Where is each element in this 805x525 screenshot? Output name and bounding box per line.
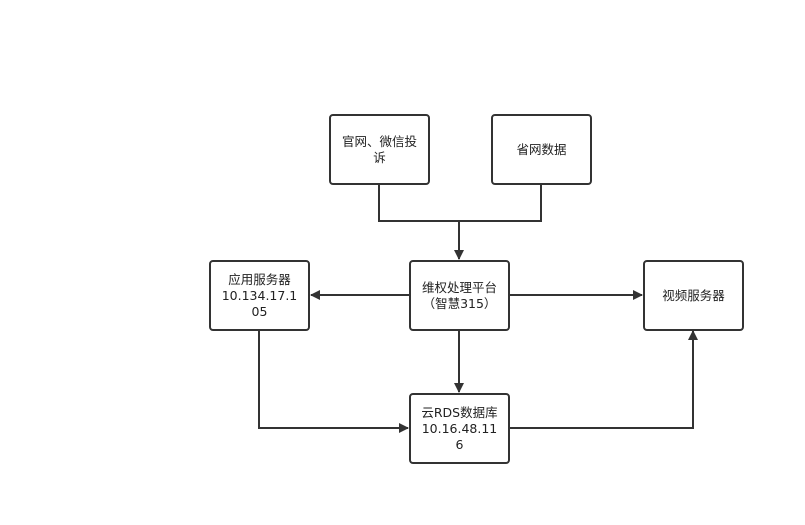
node-label: 省网数据: [516, 141, 567, 157]
node-label: 应用服务器: [228, 271, 291, 287]
edge-provincial-to-merge: [459, 184, 542, 222]
node-rds-database[interactable]: 云RDS数据库 10.16.48.11 6: [409, 393, 510, 464]
node-label: 云RDS数据库: [421, 404, 498, 420]
node-label: 维权处理平台: [421, 279, 497, 295]
node-label: 诉: [373, 149, 386, 165]
node-rights-platform[interactable]: 维权处理平台 （智慧315）: [409, 260, 510, 331]
node-label: 10.134.17.1: [221, 287, 298, 303]
edge-rds-to-video-server: [509, 330, 698, 429]
node-video-server[interactable]: 视频服务器: [643, 260, 744, 331]
edge-official-to-merge: [378, 184, 459, 222]
node-official-wechat-complaints[interactable]: 官网、微信投 诉: [329, 114, 430, 185]
node-label: 10.16.48.11: [421, 420, 498, 436]
node-label: 官网、微信投: [341, 133, 417, 149]
node-label: （智慧315）: [422, 295, 497, 311]
node-label: 6: [455, 436, 464, 452]
node-provincial-data[interactable]: 省网数据: [491, 114, 592, 185]
node-label: 视频服务器: [662, 287, 725, 303]
edge-app-server-to-rds: [258, 330, 409, 433]
node-label: 05: [251, 303, 268, 319]
node-app-server[interactable]: 应用服务器 10.134.17.1 05: [209, 260, 310, 331]
